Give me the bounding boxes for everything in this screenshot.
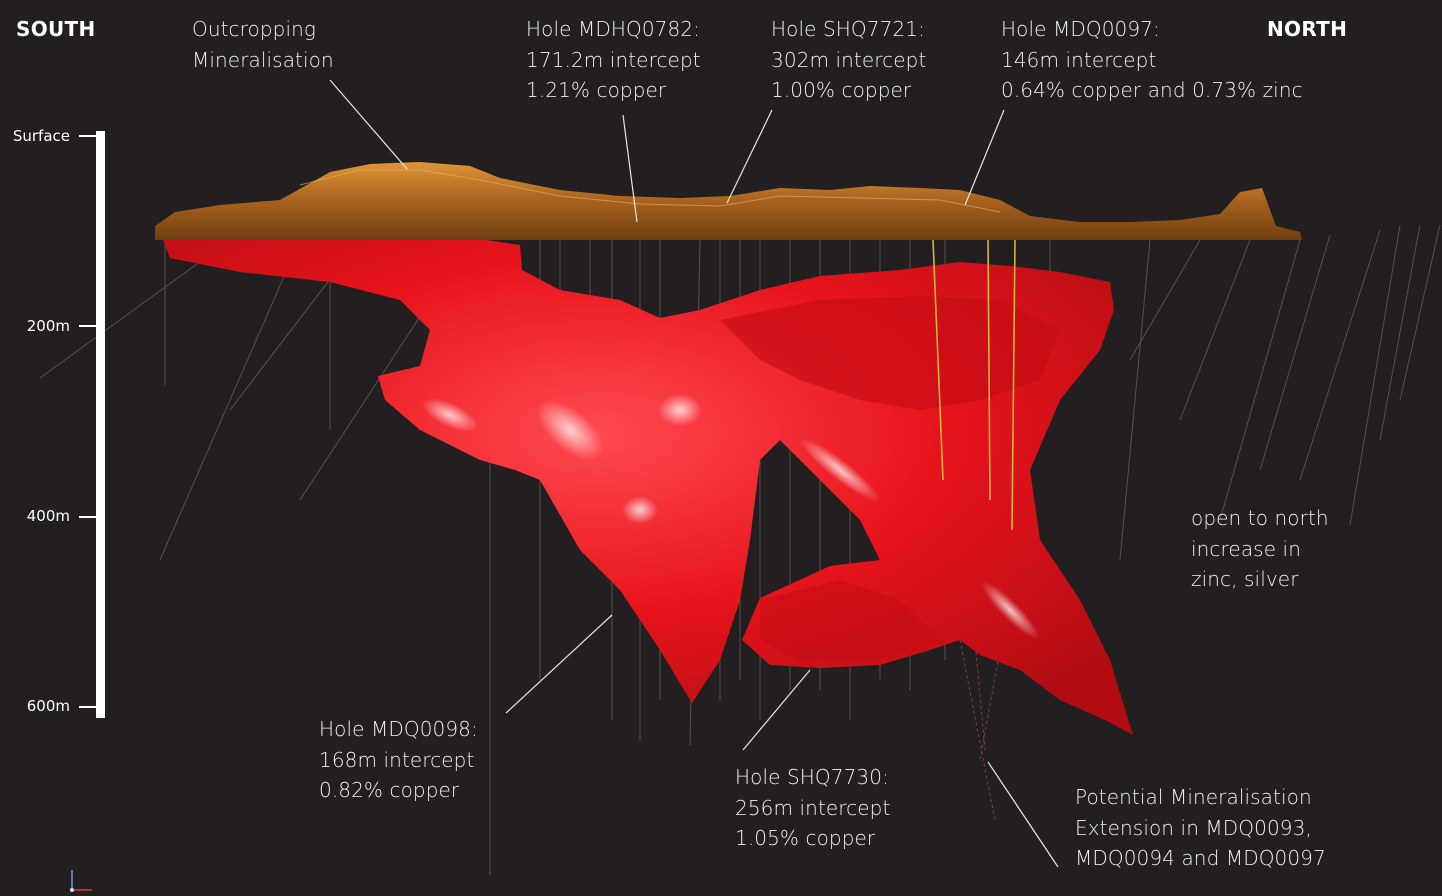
shq7721-annotation: Hole SHQ7721: 302m intercept 1.00% coppe…: [771, 14, 926, 106]
depth-label-600m: 600m: [8, 697, 70, 715]
depth-label-200m: 200m: [8, 317, 70, 335]
axis-triad-icon: [70, 870, 92, 892]
mdhq0782-annotation: Hole MDHQ0782: 171.2m intercept 1.21% co…: [526, 14, 701, 106]
mdq0097-annotation: Hole MDQ0097: 146m intercept 0.64% coppe…: [1001, 14, 1303, 106]
depth-scale-bar: [79, 131, 105, 718]
depth-label-surface: Surface: [8, 127, 70, 145]
south-label: SOUTH: [16, 17, 96, 41]
potential-extension-annotation: Potential Mineralisation Extension in MD…: [1075, 782, 1326, 874]
depth-label-400m: 400m: [8, 507, 70, 525]
mdq0098-annotation: Hole MDQ0098: 168m intercept 0.82% coppe…: [319, 714, 478, 806]
open-to-north-note: open to north increase in zinc, silver: [1191, 503, 1329, 595]
orebody: [160, 232, 1133, 735]
outcropping-annotation: Outcropping Mineralisation: [192, 14, 334, 75]
shq7730-annotation: Hole SHQ7730: 256m intercept 1.05% coppe…: [735, 762, 890, 854]
